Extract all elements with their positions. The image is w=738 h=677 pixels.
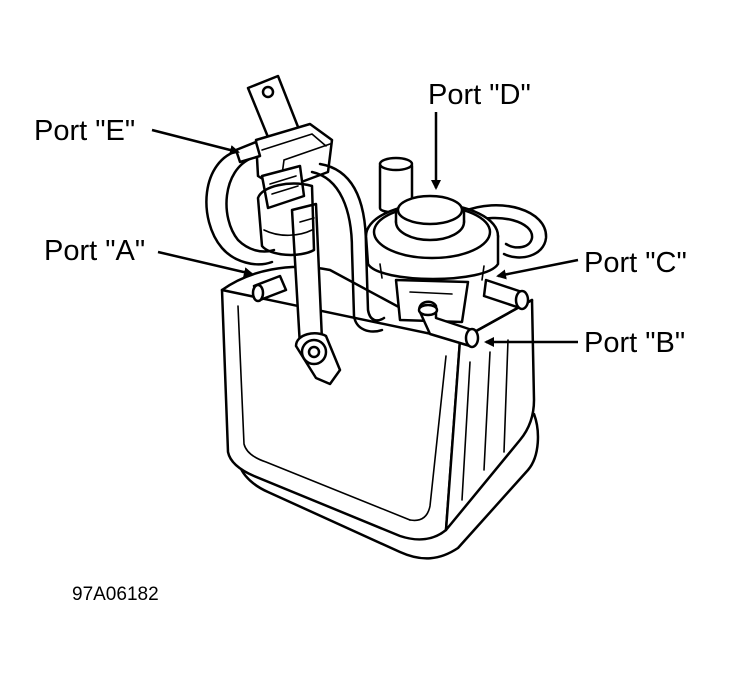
mounting-bolt	[294, 332, 342, 386]
port-c-leader	[496, 258, 579, 280]
port-c-nipple	[482, 278, 530, 311]
canister-body	[220, 265, 540, 560]
port-a-nipple	[251, 274, 288, 303]
port-d-tube	[378, 156, 414, 214]
port-e-label: Port "E"	[34, 115, 135, 147]
port-a-leader	[157, 250, 254, 278]
filter-cylinder	[256, 182, 316, 257]
port-c-label: Port "C"	[584, 247, 687, 279]
purge-solenoid	[234, 74, 334, 210]
port-b-nipple	[417, 300, 480, 349]
port-b-label: Port "B"	[584, 327, 685, 359]
port-d-label: Port "D"	[428, 79, 531, 111]
purge-control-valve	[364, 194, 548, 324]
port-e-leader	[151, 128, 240, 155]
port-a-label: Port "A"	[44, 235, 145, 267]
canister-front-face	[220, 288, 462, 541]
figure-code: 97A06182	[72, 584, 159, 605]
canister-right-face	[444, 298, 536, 532]
port-e-nipple	[234, 140, 262, 164]
vacuum-hose-loop	[205, 148, 276, 266]
